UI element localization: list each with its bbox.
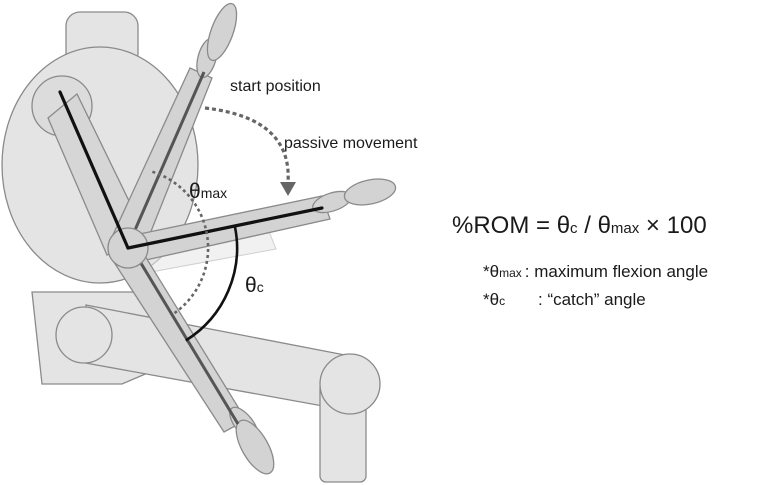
humerus-line (58, 90, 130, 250)
legend-item-theta-c: *θc : “catch” angle (483, 290, 646, 309)
theta-max-subscript: max (201, 185, 227, 201)
legend-prefix: * (483, 290, 490, 309)
forearm-start-position (111, 2, 238, 255)
formula-lhs: %ROM = (452, 212, 557, 239)
hip-joint (55, 306, 113, 364)
theta-c-arc (185, 225, 239, 342)
legend-subscript: c (499, 294, 505, 308)
start-position-label: start position (230, 78, 321, 95)
theta-c-subscript: c (257, 279, 264, 295)
formula-theta-c-sub: c (570, 220, 578, 237)
bone-lines (58, 90, 324, 250)
forearm-catch-position (129, 178, 397, 263)
legend-subscript: max (499, 266, 522, 280)
legend: *θmax: maximum flexion angle *θc : “catch… (483, 262, 708, 309)
formula-theta-max-symbol: θ (598, 212, 611, 239)
formula-divide: / (578, 212, 598, 239)
hand-start (206, 2, 238, 62)
theta-max-symbol: θ (189, 180, 201, 203)
theta-c-symbol: θ (245, 274, 257, 297)
legend-prefix: * (483, 262, 490, 281)
passive-movement-label: passive movement (284, 135, 418, 152)
passive-movement-arrow (204, 106, 290, 183)
formula-theta-max-sub: max (611, 220, 640, 237)
legend-item-theta-max: *θmax: maximum flexion angle (483, 262, 708, 281)
formula-theta-c-symbol: θ (557, 212, 570, 239)
rom-formula: %ROM = θc / θmax × 100 (452, 212, 707, 239)
legend-symbol: θ (490, 262, 499, 281)
theta-c-label: θc (245, 274, 264, 297)
legend-text: : maximum flexion angle (525, 262, 708, 281)
arrow-head-icon (280, 182, 296, 196)
forearm-catch-line (126, 206, 324, 250)
forearm-full-extension (109, 242, 275, 475)
knee-joint (319, 353, 381, 415)
formula-rhs: × 100 (639, 212, 706, 239)
legend-symbol: θ (490, 290, 499, 309)
legend-text: : “catch” angle (538, 290, 646, 309)
hand-catch (343, 178, 397, 206)
hand-extended (235, 419, 275, 475)
theta-max-label: θmax (189, 180, 227, 203)
theta-max-arc (152, 170, 210, 316)
